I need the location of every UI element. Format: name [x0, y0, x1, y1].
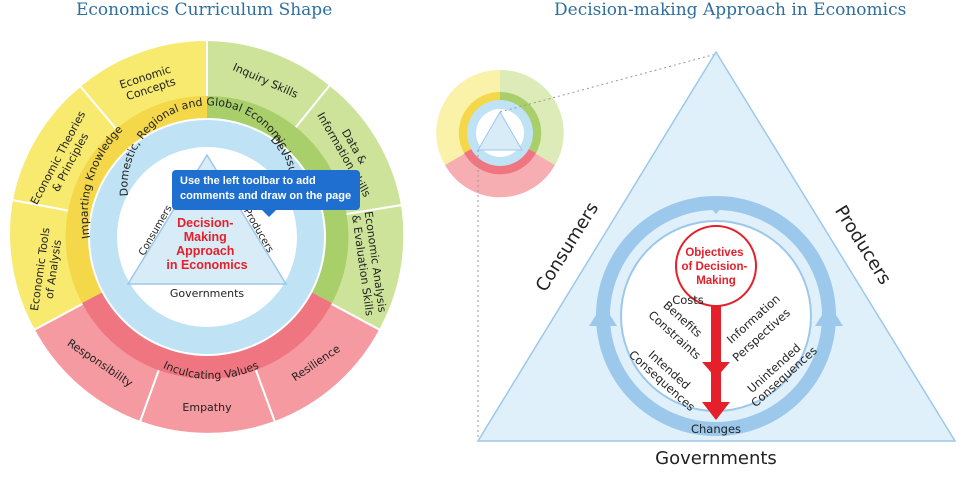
toolbar-tooltip: Use the left toolbar to add comments and…	[172, 170, 360, 217]
ring-arrow-left	[589, 304, 617, 326]
left-title: Economics Curriculum Shape	[76, 0, 333, 20]
red-arrowhead-2	[702, 402, 730, 420]
label-dma-1: Decision-	[177, 216, 233, 230]
label-dma-4: in Economics	[166, 258, 247, 272]
wheel-triangle	[126, 153, 288, 285]
objectives-1: Objectives	[685, 247, 743, 259]
tooltip-text: Use the left toolbar to add comments and…	[180, 175, 352, 202]
curriculum-wheel: Economic Concepts Economic Theories & Pr…	[0, 0, 406, 435]
label-governments-small: Governments	[170, 287, 245, 300]
ring-arrow-top	[704, 200, 728, 214]
red-arrow-shaft	[711, 306, 721, 408]
svg-text:Decision- Making A: Decision- Making Approach in Economics	[166, 216, 247, 272]
svg-text:Costs: Costs	[672, 293, 704, 307]
label-empathy: Empathy	[182, 401, 232, 414]
objectives-2: of Decision-	[681, 261, 747, 273]
svg-text:Objectives of Decision-: Objectives of Decision- Making	[681, 247, 750, 287]
red-arrowhead-1	[702, 362, 730, 378]
governments-label: Governments	[655, 448, 777, 469]
costs-label: Costs	[672, 293, 704, 307]
label-dma-2: Making	[184, 230, 227, 244]
label-dma-3: Approach	[176, 244, 234, 258]
ring-arrow-right	[815, 304, 843, 326]
right-title: Decision-making Approach in Economics	[554, 0, 907, 20]
changes-label: Changes	[691, 422, 741, 436]
mini-wheel	[436, 69, 564, 198]
objectives-3: Making	[696, 275, 736, 287]
